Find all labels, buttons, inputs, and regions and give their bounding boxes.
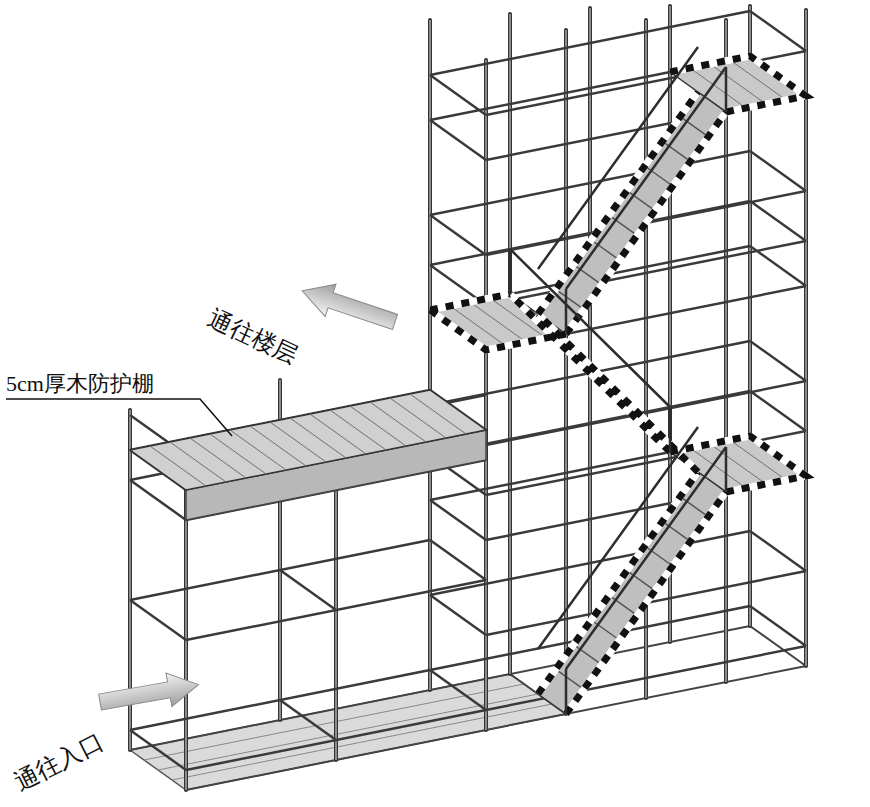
direction-arrow (97, 668, 201, 719)
hazard-stripes (430, 56, 806, 714)
landing-planks (450, 60, 786, 488)
hazard-edge-base (430, 56, 806, 714)
steel-pole (130, 6, 806, 790)
shed-ledger (130, 390, 486, 770)
direction-label: 通往楼层 (204, 305, 302, 369)
leader-line (6, 399, 232, 436)
stair-handrail (510, 47, 726, 714)
callout-label: 5cm厚木防护棚 (6, 372, 154, 396)
ground-walkway (130, 674, 566, 790)
wood-shed-deck (130, 390, 486, 490)
sole-boards (130, 626, 806, 790)
pole-highlight (130, 6, 806, 790)
direction-arrow (297, 275, 401, 338)
direction-label: 通往入口 (10, 728, 108, 795)
shed-planks (150, 394, 466, 486)
